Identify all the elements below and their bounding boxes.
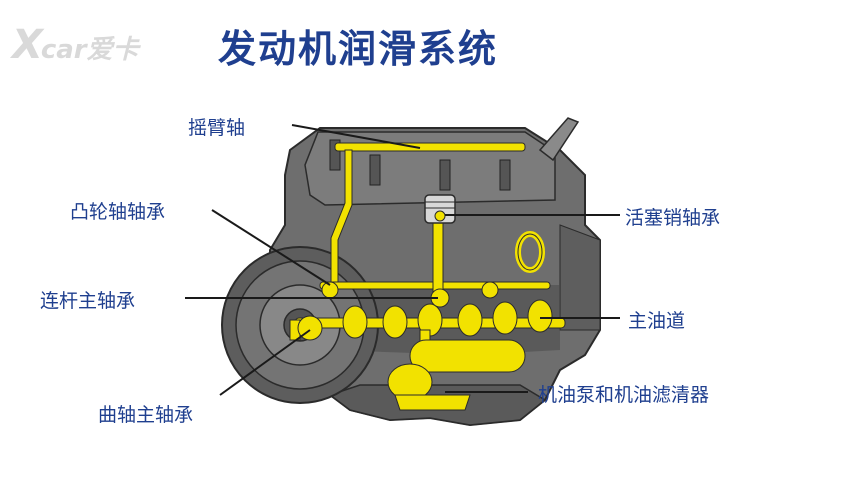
label-crankshaft-main-bearing: 曲轴主轴承 <box>98 404 194 426</box>
label-camshaft-bearing: 凸轮轴轴承 <box>70 201 166 223</box>
leader-crankshaft-main-bearing <box>219 329 311 396</box>
diagram-title: 发动机润滑系统 <box>218 27 499 71</box>
leader-camshaft-bearing <box>211 209 331 286</box>
leader-lines <box>185 124 620 396</box>
label-conrod-main-bearing: 连杆主轴承 <box>40 290 136 312</box>
label-oil-pump-and-filter: 机油泵和机油滤清器 <box>538 384 710 406</box>
piston <box>424 194 456 224</box>
label-rocker-shaft: 摇臂轴 <box>188 117 246 139</box>
oil-passages <box>289 142 566 411</box>
watermark-mark: X <box>12 22 43 68</box>
watermark-text: car爱卡 <box>40 35 139 65</box>
label-piston-pin-bearing: 活塞销轴承 <box>625 207 721 229</box>
watermark-logo: Xcar爱卡 <box>12 22 139 68</box>
leader-rocker-shaft <box>291 124 421 149</box>
label-main-oil-gallery: 主油道 <box>628 310 686 332</box>
